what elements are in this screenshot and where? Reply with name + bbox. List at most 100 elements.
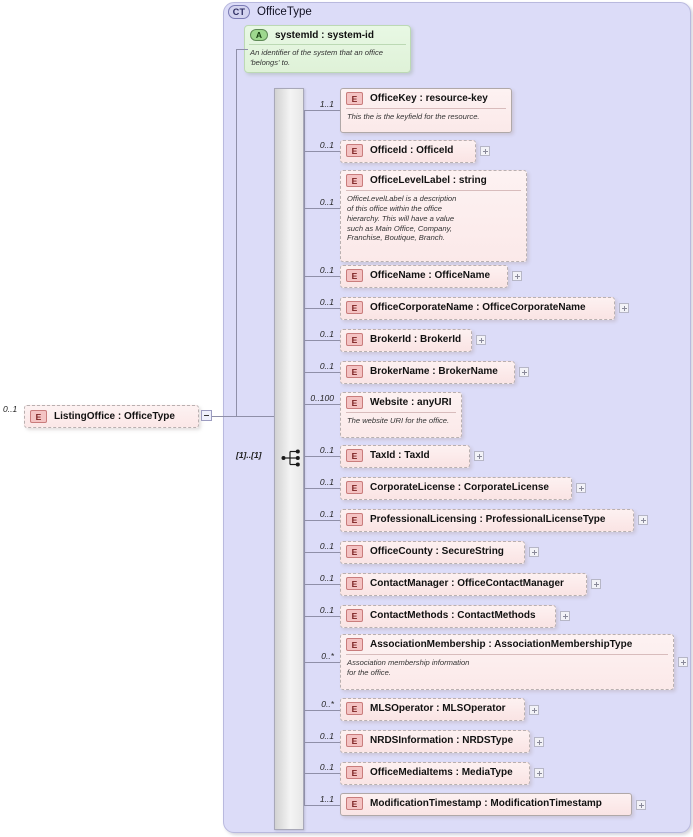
expand-plus-icon[interactable] bbox=[476, 335, 486, 345]
sequence-compositor-icon bbox=[281, 449, 300, 467]
element-header: E ContactManager : OfficeContactManager bbox=[341, 574, 586, 592]
complextype-title: OfficeType bbox=[257, 6, 312, 18]
connector-root-line bbox=[212, 416, 274, 417]
element-divider bbox=[346, 412, 456, 413]
expand-plus-icon[interactable] bbox=[480, 146, 490, 156]
element-divider bbox=[346, 190, 521, 191]
expand-plus-icon[interactable] bbox=[591, 579, 601, 589]
expand-plus-icon[interactable] bbox=[636, 800, 646, 810]
element-header: E TaxId : TaxId bbox=[341, 446, 469, 464]
element-name: BrokerName : BrokerName bbox=[370, 366, 498, 377]
element-cardinality: 0..100 bbox=[310, 393, 334, 403]
connector-line bbox=[304, 308, 340, 309]
element-name: NRDSInformation : NRDSType bbox=[370, 735, 514, 746]
complextype-header: CT OfficeType bbox=[228, 5, 312, 19]
expand-plus-icon[interactable] bbox=[534, 737, 544, 747]
element-cardinality: 1..1 bbox=[319, 794, 334, 804]
element-cardinality: 0..1 bbox=[319, 197, 334, 207]
expand-plus-icon[interactable] bbox=[529, 547, 539, 557]
connector-line bbox=[304, 276, 340, 277]
attribute-header: A systemId : system-id bbox=[245, 26, 410, 43]
element-box[interactable]: E OfficeMediaItems : MediaType bbox=[340, 762, 530, 785]
element-badge-icon: E bbox=[346, 449, 363, 462]
element-cardinality: 0..* bbox=[321, 651, 334, 661]
connector-line bbox=[304, 773, 340, 774]
element-cardinality: 0..1 bbox=[319, 140, 334, 150]
connector-line bbox=[304, 552, 340, 553]
element-badge-icon: E bbox=[346, 365, 363, 378]
element-box[interactable]: E ContactManager : OfficeContactManager bbox=[340, 573, 587, 596]
connector-line bbox=[304, 456, 340, 457]
connector-line bbox=[304, 520, 340, 521]
element-doc: OfficeLevelLabel is a description of thi… bbox=[347, 194, 457, 243]
element-badge-icon: E bbox=[346, 577, 363, 590]
element-cardinality: 0..1 bbox=[319, 762, 334, 772]
collapse-minus-icon[interactable] bbox=[201, 410, 212, 421]
element-name: TaxId : TaxId bbox=[370, 450, 430, 461]
element-badge-icon: E bbox=[346, 144, 363, 157]
expand-plus-icon[interactable] bbox=[619, 303, 629, 313]
root-element-name: ListingOffice : OfficeType bbox=[54, 411, 175, 422]
connector-line bbox=[304, 151, 340, 152]
element-box[interactable]: E BrokerName : BrokerName bbox=[340, 361, 515, 384]
element-name: CorporateLicense : CorporateLicense bbox=[370, 482, 549, 493]
element-box[interactable]: E TaxId : TaxId bbox=[340, 445, 470, 468]
element-cardinality: 0..1 bbox=[319, 573, 334, 583]
expand-plus-icon[interactable] bbox=[560, 611, 570, 621]
expand-plus-icon[interactable] bbox=[638, 515, 648, 525]
element-cardinality: 0..1 bbox=[319, 329, 334, 339]
element-name: OfficeKey : resource-key bbox=[370, 93, 488, 104]
root-element-listingoffice[interactable]: E ListingOffice : OfficeType bbox=[24, 405, 199, 428]
element-name: ModificationTimestamp : ModificationTime… bbox=[370, 798, 602, 809]
expand-plus-icon[interactable] bbox=[678, 657, 688, 667]
expand-plus-icon[interactable] bbox=[576, 483, 586, 493]
root-cardinality: 0..1 bbox=[3, 404, 18, 414]
element-badge-icon: E bbox=[346, 513, 363, 526]
expand-plus-icon[interactable] bbox=[534, 768, 544, 778]
element-cardinality: 0..1 bbox=[319, 731, 334, 741]
connector-line bbox=[304, 662, 340, 663]
element-header: E Website : anyURI bbox=[341, 393, 461, 411]
connector-line bbox=[304, 710, 340, 711]
expand-plus-icon[interactable] bbox=[529, 705, 539, 715]
element-badge-icon: E bbox=[346, 396, 363, 409]
connector-line bbox=[304, 110, 340, 111]
element-box[interactable]: E ModificationTimestamp : ModificationTim… bbox=[340, 793, 632, 816]
element-name: Website : anyURI bbox=[370, 397, 452, 408]
attribute-divider bbox=[249, 44, 406, 45]
expand-plus-icon[interactable] bbox=[512, 271, 522, 281]
element-badge-icon: E bbox=[346, 638, 363, 651]
connector-line bbox=[304, 742, 340, 743]
expand-plus-icon[interactable] bbox=[519, 367, 529, 377]
element-name: ContactManager : OfficeContactManager bbox=[370, 578, 564, 589]
element-name: OfficeCounty : SecureString bbox=[370, 546, 504, 557]
connector-root-vertical bbox=[236, 49, 237, 417]
attribute-box-systemid[interactable]: A systemId : system-id An identifier of … bbox=[244, 25, 411, 73]
expand-plus-icon[interactable] bbox=[474, 451, 484, 461]
element-divider bbox=[346, 654, 668, 655]
connector-spine bbox=[304, 110, 305, 805]
element-name: OfficeMediaItems : MediaType bbox=[370, 767, 513, 778]
element-badge-icon: E bbox=[346, 797, 363, 810]
element-badge-icon: E bbox=[346, 92, 363, 105]
element-badge-icon: E bbox=[346, 766, 363, 779]
element-cardinality: 0..* bbox=[321, 699, 334, 709]
